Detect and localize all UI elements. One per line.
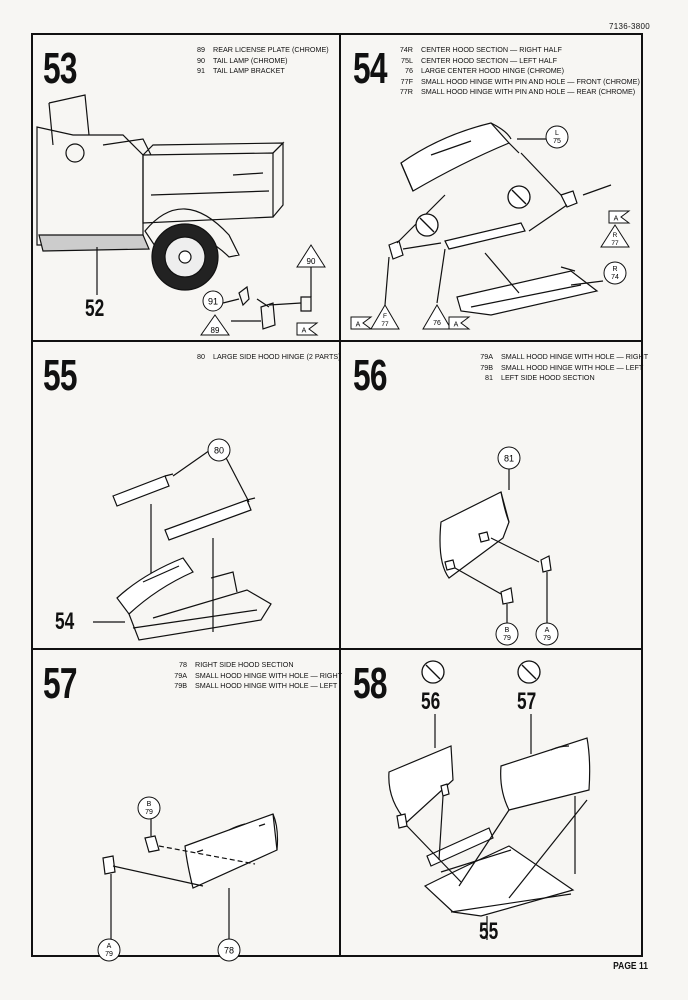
callout-a: A [545,627,550,634]
callout-77f: 77 [381,321,389,328]
callout-a: A [107,943,112,950]
callout-79a: 79 [105,951,113,958]
hood-final-assembly-illustration [388,660,591,940]
ref-step-55: 55 [479,918,499,945]
row-divider-2 [33,648,641,650]
step-number: 57 [43,659,78,708]
callout-77r: 77 [611,240,619,247]
step-number: 56 [353,351,388,400]
ref-step-52: 52 [85,295,105,322]
flag-a: A [302,328,307,335]
row-divider-1 [33,340,641,342]
callout-76: 76 [433,320,441,327]
callout-b: B [505,627,510,634]
step-number: 58 [353,659,388,708]
step-number: 55 [43,351,78,400]
callout-79a: 79 [543,635,551,642]
flag-a: A [614,216,619,223]
callout-81: 81 [504,454,514,464]
header-code: 7136-3800 [609,22,650,31]
left-side-hood-illustration: 81 B 79 A 79 [439,446,559,646]
side-hood-hinge-illustration: 80 [93,438,272,641]
flag-a: A [356,322,361,329]
ref-step-57: 57 [517,688,537,715]
callout-78: 78 [224,946,234,956]
callout-79b: 79 [503,635,511,642]
page-number: PAGE 11 [613,961,648,972]
callout-f: F [383,313,387,320]
truck-rear-illustration: 91 90 89 A [36,94,326,336]
callout-74: 74 [611,274,619,281]
ref-step-54: 54 [55,608,75,635]
callout-r2: R [613,232,618,239]
callout-b: B [147,801,152,808]
step-number: 53 [43,44,78,93]
callout-91: 91 [208,297,218,307]
step-number: 54 [353,44,388,93]
column-divider [339,35,341,955]
ref-step-56: 56 [421,688,441,715]
flag-a: A [454,322,459,329]
step-58-panel: 58 [341,650,646,956]
center-hood-illustration: L 75 R 74 R 77 A F 77 76 A A [350,122,631,330]
callout-89: 89 [211,326,220,335]
callout-80: 80 [214,446,224,456]
callout-75: 75 [553,138,561,145]
callout-r: R [612,266,617,273]
callout-79b: 79 [145,809,153,816]
callout-90: 90 [307,257,316,266]
callout-l: L [555,130,559,137]
right-side-hood-illustration: B 79 A 79 78 [97,796,279,962]
